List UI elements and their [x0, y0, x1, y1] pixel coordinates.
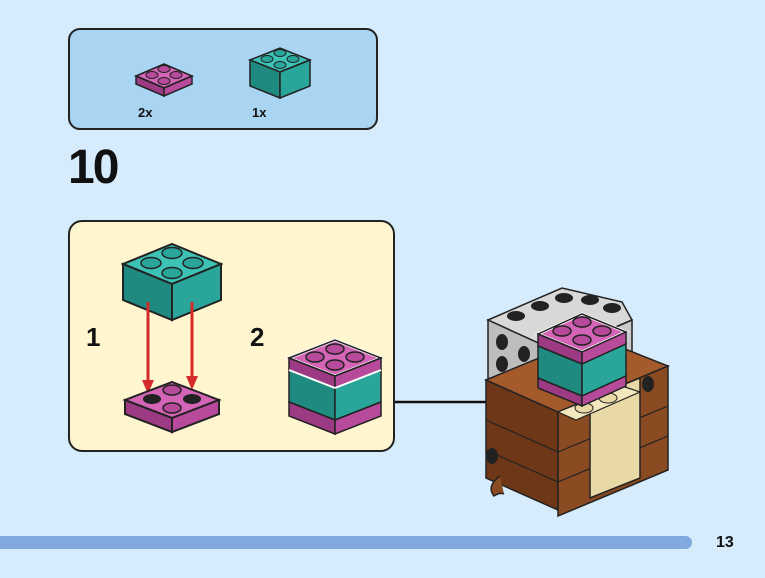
- part-magenta-plate: [134, 63, 194, 98]
- placement-arrows: [142, 302, 198, 394]
- part-quantity-2: 1x: [252, 105, 267, 120]
- substep-number-2: 2: [250, 322, 265, 352]
- parts-callout: [68, 28, 378, 130]
- footer-bar: [0, 536, 692, 549]
- substep-1-teal-brick: [120, 242, 224, 322]
- substep-1-magenta-plate: [122, 380, 222, 434]
- substep-2-assembled-stack: [284, 338, 386, 436]
- main-model-bear-head: [484, 287, 670, 518]
- part-teal-brick: [247, 47, 313, 100]
- page-number: 13: [716, 534, 734, 551]
- part-quantity-1: 2x: [138, 105, 153, 120]
- step-number: 10: [68, 141, 119, 194]
- substep-number-1: 1: [86, 322, 101, 352]
